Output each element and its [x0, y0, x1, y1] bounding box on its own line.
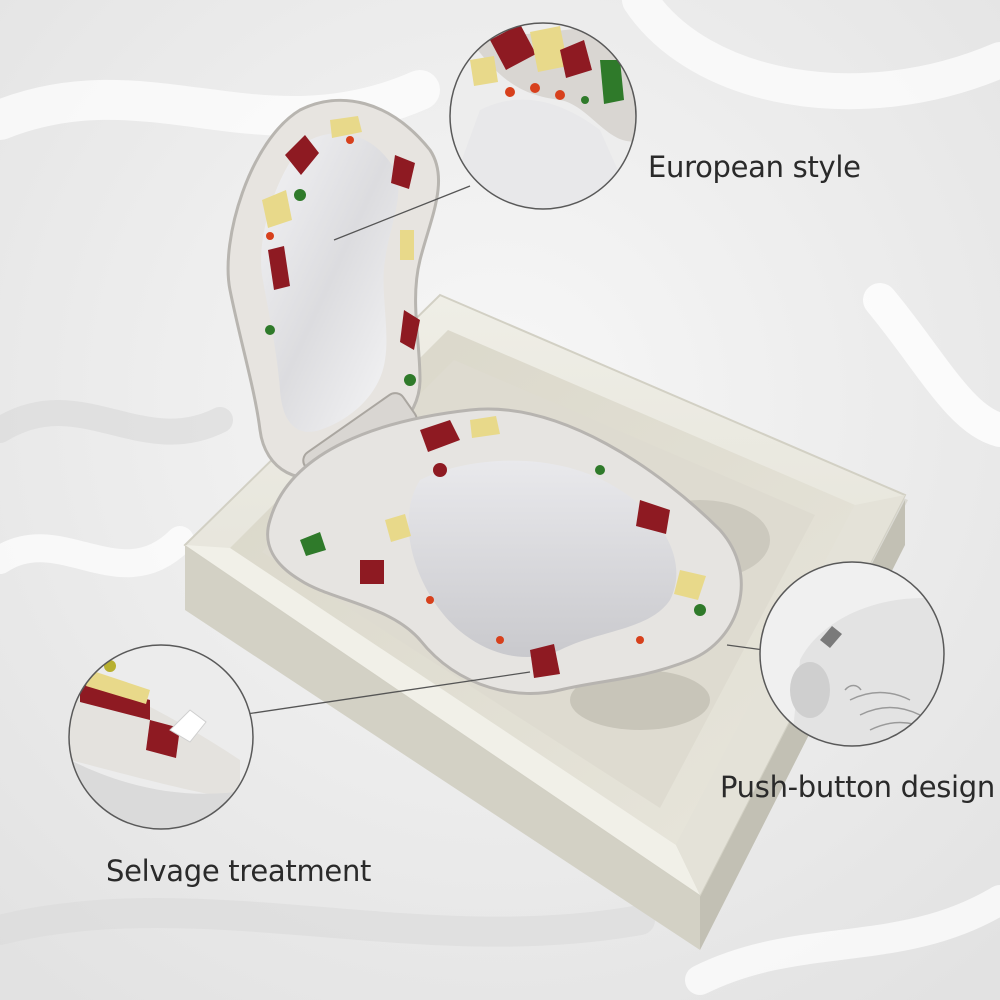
callout-lines: [239, 185, 765, 716]
european-style-label: European style: [648, 150, 861, 184]
compact-mirror: [226, 98, 743, 695]
push-button-design-label: Push-button design: [720, 770, 995, 804]
mirror-base-glass: [408, 460, 677, 657]
lid-enamel: [262, 116, 420, 424]
mirror-lid-glass: [261, 133, 399, 432]
selvage-treatment-label: Selvage treatment: [106, 854, 372, 888]
callout-circle-european-style: [449, 22, 637, 210]
callout-circle-push-button: [759, 561, 945, 747]
base-enamel: [300, 416, 706, 678]
